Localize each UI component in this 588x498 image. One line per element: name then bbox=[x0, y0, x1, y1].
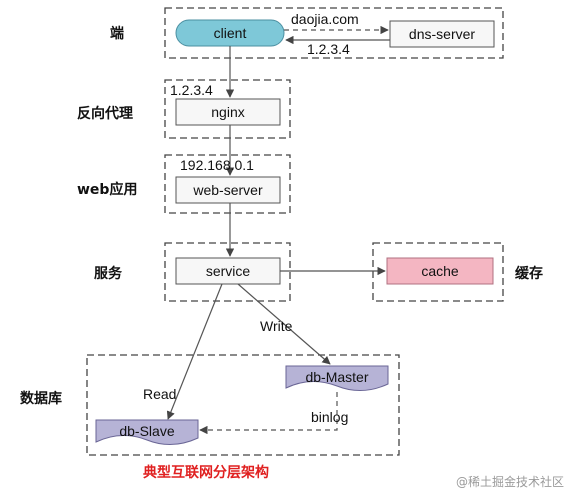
node-service: service bbox=[175, 257, 281, 285]
edge-label-dns-answer: 1.2.3.4 bbox=[307, 41, 350, 57]
edge-service-to-slave bbox=[166, 283, 223, 420]
edge-label-binlog: binlog bbox=[311, 409, 348, 425]
tier-label-service: 服务 bbox=[94, 265, 123, 282]
edge-label-read: Read bbox=[143, 386, 176, 402]
edge-service-to-master bbox=[237, 283, 331, 365]
zone-web-tier bbox=[164, 154, 291, 214]
node-web-server: web-server bbox=[175, 176, 281, 204]
edge-label-web-ip: 192.168.0.1 bbox=[180, 157, 254, 173]
node-client-label: client bbox=[214, 25, 247, 41]
zone-database-tier bbox=[86, 354, 400, 456]
node-dns-server-label: dns-server bbox=[409, 26, 475, 42]
tier-label-reverse-proxy: 反向代理 bbox=[77, 105, 133, 122]
zone-service-tier bbox=[164, 242, 291, 302]
node-cache: cache bbox=[386, 257, 494, 285]
edge-label-nginx-ip: 1.2.3.4 bbox=[170, 82, 213, 98]
tier-label-database: 数据库 bbox=[20, 390, 62, 407]
tier-label-cache: 缓存 bbox=[515, 265, 543, 282]
tier-label-client: 端 bbox=[110, 25, 124, 42]
diagram-caption: 典型互联网分层架构 bbox=[143, 464, 269, 481]
node-client: client bbox=[175, 19, 285, 47]
edge-label-write: Write bbox=[260, 318, 293, 334]
node-nginx-label: nginx bbox=[211, 104, 244, 120]
node-db-master-label: db-Master bbox=[305, 369, 368, 385]
watermark: @稀土掘金技术社区 bbox=[456, 474, 564, 489]
node-dns-server: dns-server bbox=[389, 20, 495, 48]
node-db-slave-label: db-Slave bbox=[119, 423, 174, 439]
node-web-server-label: web-server bbox=[192, 182, 263, 198]
node-service-label: service bbox=[206, 263, 251, 279]
node-cache-label: cache bbox=[421, 263, 459, 279]
edge-master-to-slave-binlog bbox=[199, 392, 338, 435]
edge-label-dns-query: daojia.com bbox=[291, 11, 359, 27]
zone-client-tier bbox=[164, 7, 504, 59]
node-db-slave: db-Slave bbox=[95, 419, 199, 445]
node-nginx: nginx bbox=[175, 98, 281, 126]
zone-cache-tier bbox=[372, 242, 504, 302]
tier-label-web-app: web应用 bbox=[77, 181, 137, 198]
node-db-master: db-Master bbox=[285, 365, 389, 391]
zone-proxy-tier bbox=[164, 79, 291, 139]
